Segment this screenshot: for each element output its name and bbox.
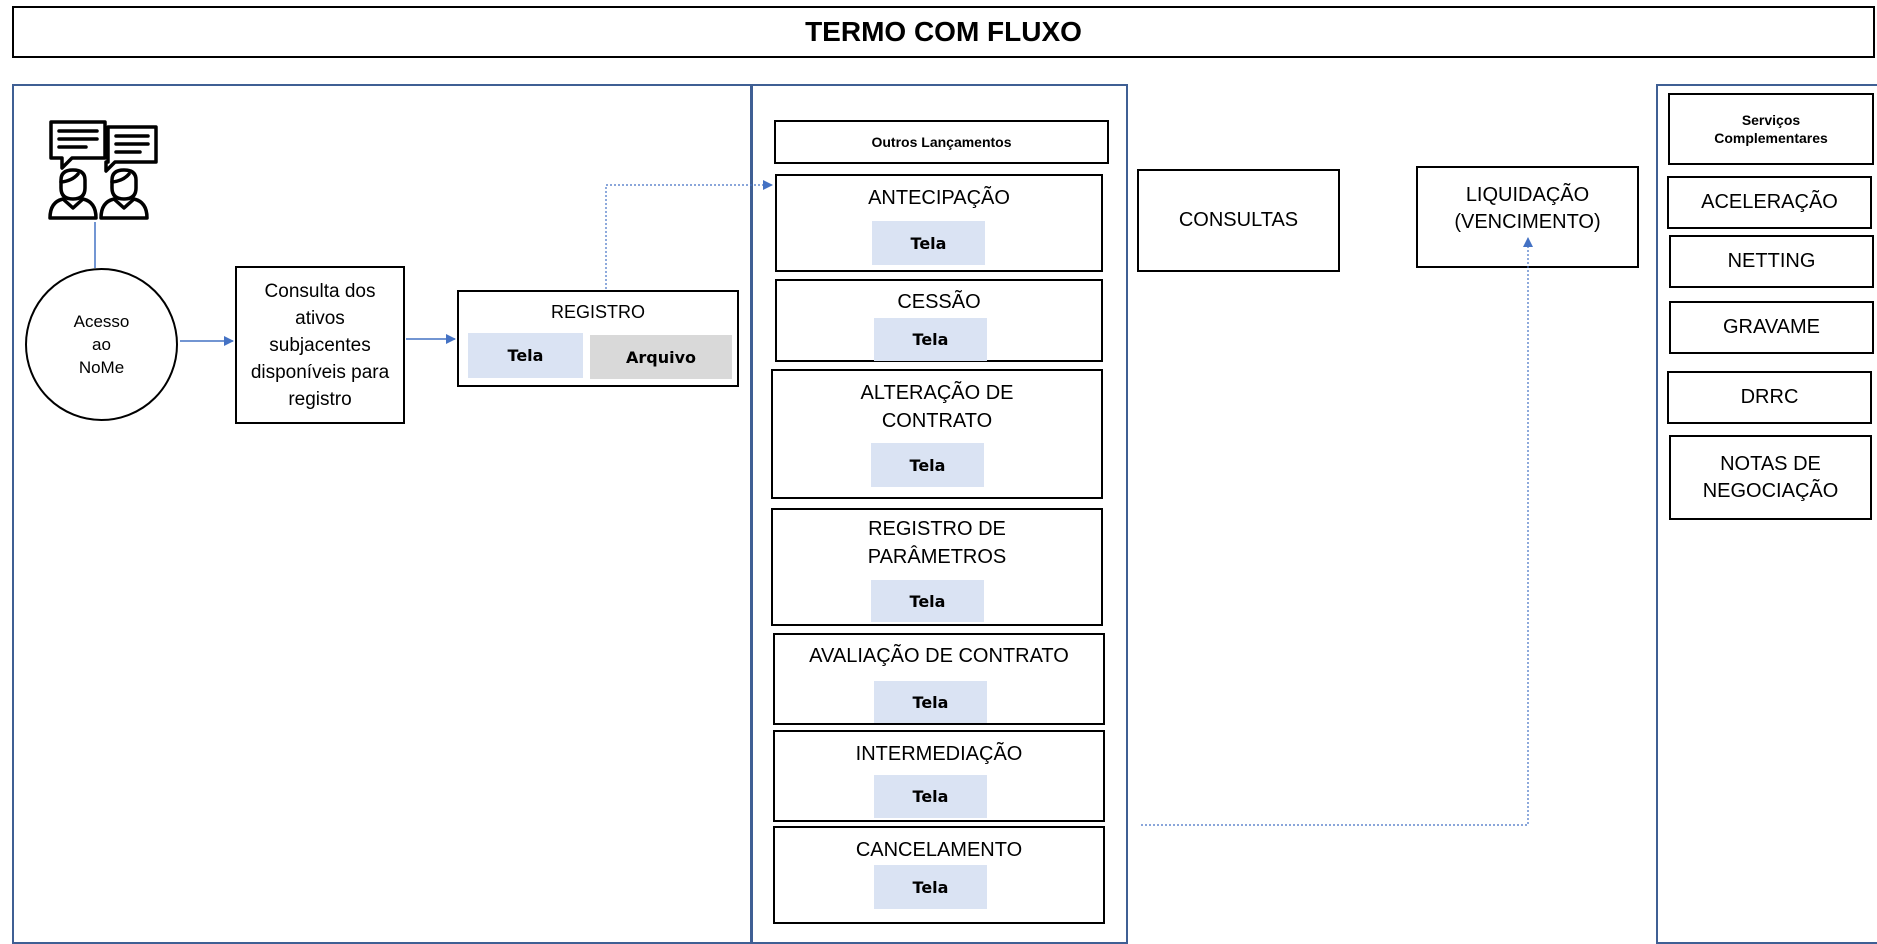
registro-tela-chip[interactable]: Tela [468, 333, 583, 378]
outros-item[interactable]: ALTERAÇÃO DE CONTRATO Tela [771, 369, 1103, 499]
service-item-label: DRRC [1740, 386, 1799, 408]
service-item-label: ACELERAÇÃO [1701, 191, 1838, 213]
service-item-label: NETTING [1727, 250, 1816, 272]
outros-item-label: AVALIAÇÃO DE CONTRATO [809, 645, 1069, 667]
outros-item-label: REGISTRO DE PARÂMETROS [867, 518, 1007, 568]
outros-to-liquidacao-arrow [1141, 237, 1533, 826]
outros-item[interactable]: CESSÃO Tela [775, 279, 1103, 362]
consultas-node[interactable]: CONSULTAS [1137, 169, 1340, 272]
service-item[interactable]: DRRC [1667, 371, 1872, 424]
outros-item-tela-chip[interactable]: Tela [874, 775, 987, 818]
service-item[interactable]: NOTAS DE NEGOCIAÇÃO [1669, 435, 1872, 520]
outros-item-tela-chip[interactable]: Tela [874, 681, 987, 723]
outros-item[interactable]: ANTECIPAÇÃO Tela [775, 174, 1103, 272]
services-header: Serviços Complementares [1668, 93, 1874, 165]
page-title: TERMO COM FLUXO [12, 6, 1875, 58]
registro-node[interactable]: REGISTRO Tela Arquivo [457, 290, 739, 387]
outros-item-label: ANTECIPAÇÃO [868, 187, 1010, 209]
service-item-label: NOTAS DE NEGOCIAÇÃO [1702, 452, 1839, 502]
outros-item-tela-chip[interactable]: Tela [871, 580, 984, 622]
service-item-label: GRAVAME [1722, 316, 1821, 338]
query-assets-node[interactable]: Consulta dos ativos subjacentes disponív… [235, 266, 405, 424]
outros-item-tela-chip[interactable]: Tela [871, 443, 984, 487]
query-assets-label: Consulta dos ativos subjacentes disponív… [250, 280, 390, 410]
outros-item[interactable]: REGISTRO DE PARÂMETROS Tela [771, 508, 1103, 626]
outros-item-tela-chip[interactable]: Tela [874, 318, 987, 361]
other-entries-header: Outros Lançamentos [774, 120, 1109, 164]
registro-label: REGISTRO [550, 302, 645, 322]
outros-item[interactable]: INTERMEDIAÇÃO Tela [773, 730, 1105, 822]
outros-item-label: CESSÃO [897, 291, 981, 313]
users-chat-icon [48, 120, 158, 220]
access-nome-node[interactable]: Acesso ao NoMe [25, 268, 178, 421]
registro-arquivo-chip[interactable]: Arquivo [590, 335, 732, 379]
outros-item[interactable]: CANCELAMENTO Tela [773, 826, 1105, 924]
access-nome-label: Acesso ao NoMe [73, 312, 130, 377]
outros-item-label: INTERMEDIAÇÃO [855, 743, 1023, 765]
outros-item-tela-chip[interactable]: Tela [872, 221, 985, 265]
liquidacao-node[interactable]: LIQUIDAÇÃO (VENCIMENTO) [1416, 166, 1639, 268]
service-item[interactable]: ACELERAÇÃO [1667, 176, 1872, 229]
service-item[interactable]: GRAVAME [1669, 301, 1874, 354]
outros-item-label: CANCELAMENTO [855, 839, 1023, 861]
outros-item[interactable]: AVALIAÇÃO DE CONTRATO Tela [773, 633, 1105, 725]
outros-item-tela-chip[interactable]: Tela [874, 865, 987, 909]
outros-item-label: ALTERAÇÃO DE CONTRATO [860, 382, 1014, 432]
service-item[interactable]: NETTING [1669, 235, 1874, 288]
